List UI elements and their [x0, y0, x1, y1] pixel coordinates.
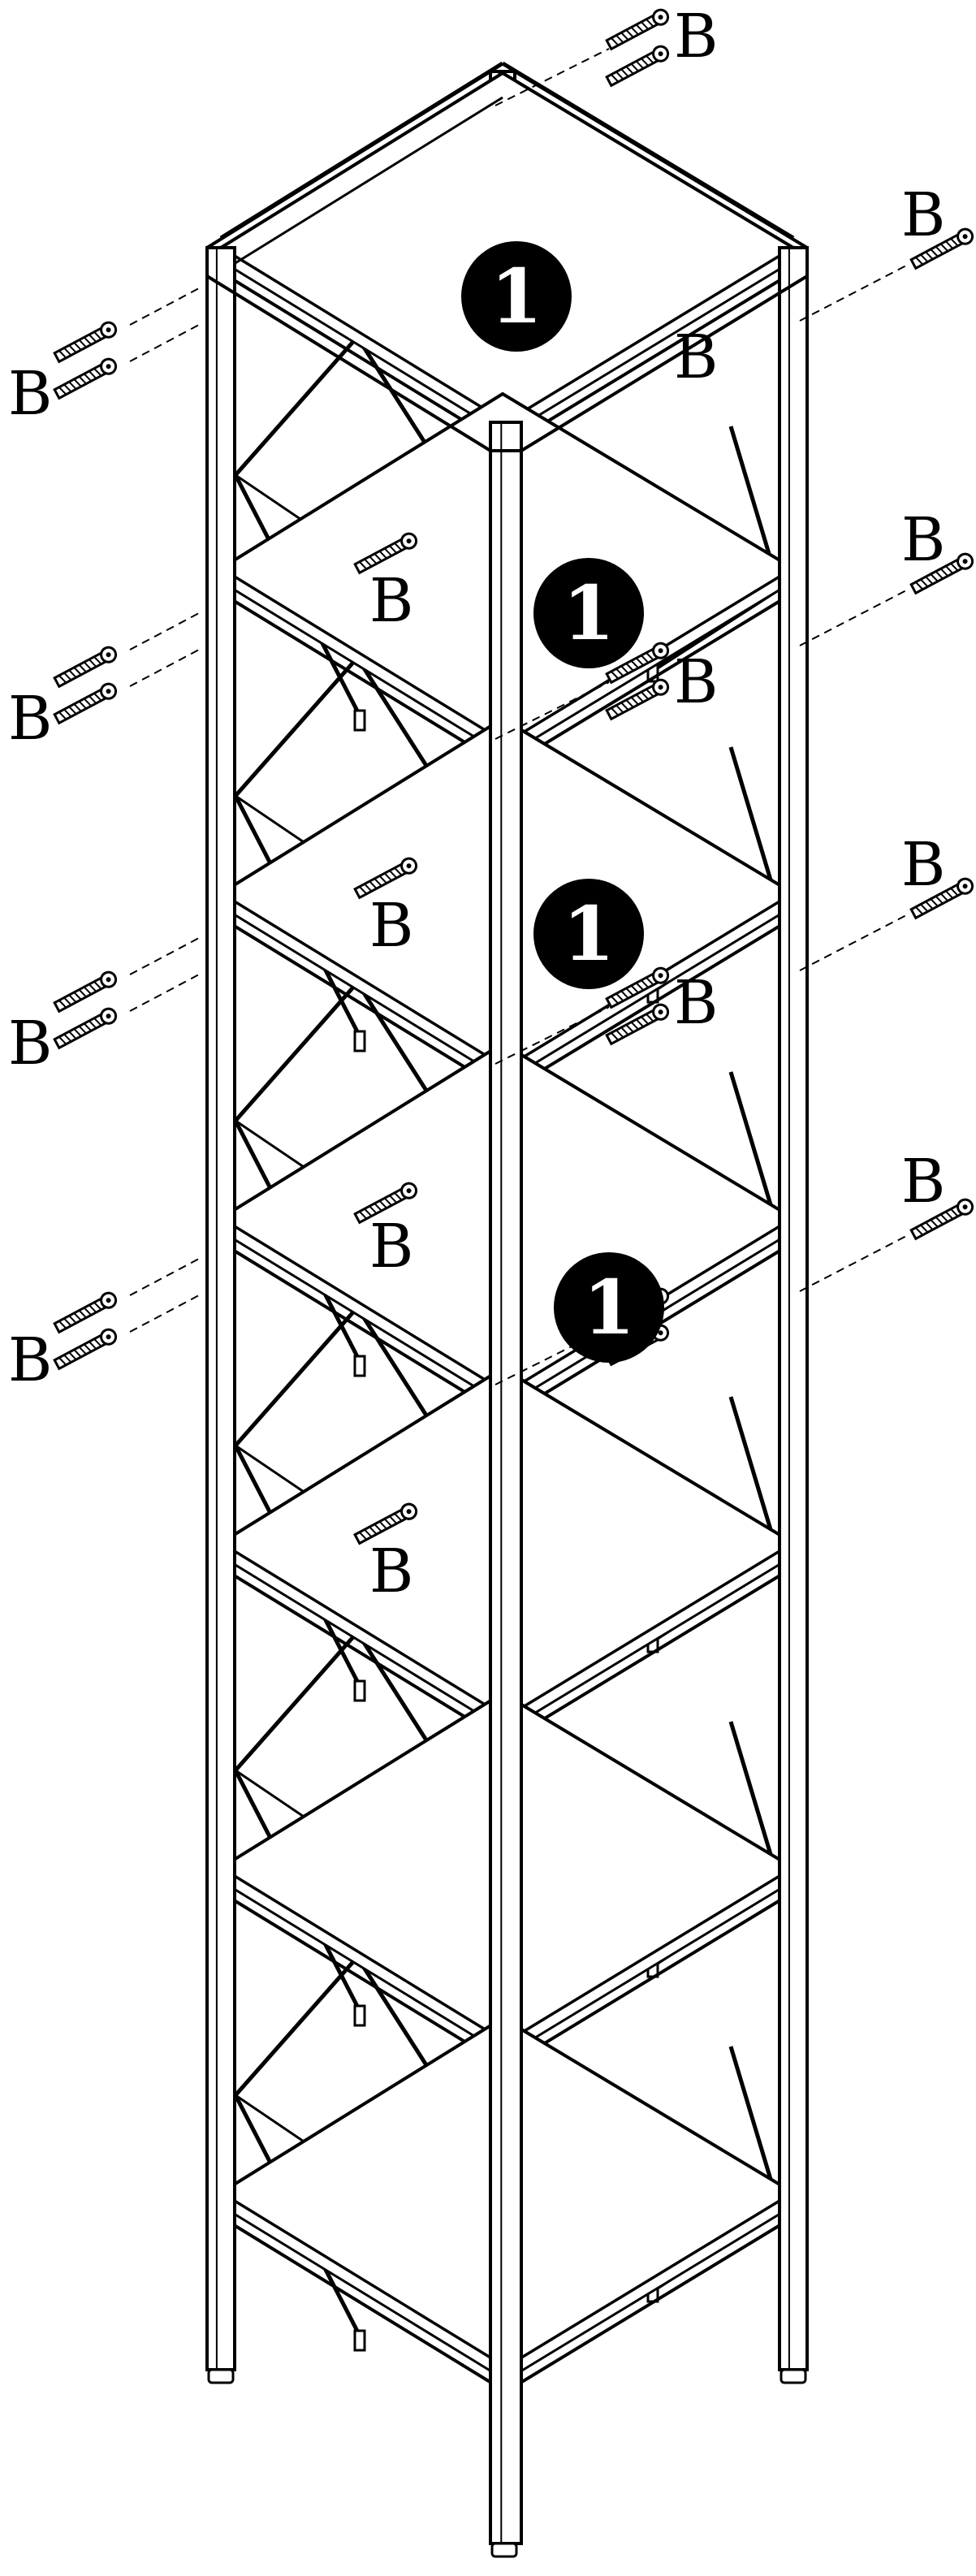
- screw-icon: [909, 877, 974, 920]
- step-marker-1: [461, 241, 572, 352]
- screw-icon: [53, 970, 118, 1014]
- foot-2: [780, 2368, 807, 2384]
- foot-3: [490, 2542, 518, 2558]
- screw-icon: [605, 966, 670, 1009]
- front-post: [489, 421, 523, 2545]
- guide-line: [494, 681, 610, 740]
- guide-line: [129, 1294, 200, 1333]
- rail-front-left-7: [219, 2215, 507, 2393]
- guide-line: [129, 974, 200, 1012]
- fastener-label-b: B: [369, 566, 413, 636]
- screw-icon: [353, 857, 418, 900]
- fastener-label-b: B: [901, 180, 945, 250]
- step-marker-4: [554, 1252, 664, 1363]
- fastener-label-b: B: [674, 647, 718, 717]
- brace-clip-left-5: [353, 2004, 366, 2027]
- step-number-2: 1: [563, 569, 615, 657]
- brace-clip-left-3: [353, 1355, 366, 1377]
- rail-front-left-4: [219, 1241, 507, 1419]
- guide-line: [494, 48, 610, 106]
- right-post: [778, 246, 809, 2371]
- guide-line: [799, 263, 910, 322]
- screw-icon: [353, 1182, 418, 1225]
- guide-line: [129, 649, 200, 687]
- fastener-label-b: B: [674, 2, 718, 71]
- screw-icon: [605, 642, 670, 685]
- fastener-label-b: B: [901, 1147, 945, 1217]
- screw-icon: [53, 357, 118, 400]
- screw-icon: [53, 1328, 118, 1371]
- screw-icon: [353, 1502, 418, 1545]
- rail-front-left-5: [219, 1566, 507, 1744]
- fastener-label-b: B: [369, 891, 413, 961]
- screw-icon: [909, 227, 974, 270]
- step-marker-2: [533, 558, 644, 668]
- step-number-4: 1: [583, 1264, 635, 1351]
- brace-clip-left-1: [353, 709, 366, 732]
- rail-front-right-7: [504, 2215, 795, 2393]
- rail-front-right-3: [504, 916, 795, 1094]
- screw-icon: [909, 1198, 974, 1241]
- fastener-label-b: B: [369, 1212, 413, 1282]
- brace-clip-left-6: [353, 2329, 366, 2352]
- screw-icon: [53, 1291, 118, 1334]
- top-rail-inner-left: [220, 96, 503, 274]
- step-number-1: 1: [490, 253, 542, 340]
- screw-icon: [605, 8, 670, 51]
- rail-front-left-3: [219, 916, 507, 1094]
- fastener-label-b: B: [901, 505, 945, 575]
- screw-icon: [53, 1007, 118, 1050]
- rail-front-right-2: [504, 591, 795, 769]
- screw-icon: [605, 45, 670, 88]
- screw-icon: [53, 682, 118, 725]
- guide-line: [799, 588, 910, 646]
- fastener-label-b: B: [674, 322, 718, 392]
- rail-front-left-6: [219, 1891, 507, 2068]
- brace-clip-left-2: [353, 1030, 366, 1052]
- screw-icon: [605, 678, 670, 721]
- fastener-label-b: B: [8, 1325, 52, 1395]
- fastener-label-b: B: [369, 1537, 413, 1606]
- screw-icon: [53, 321, 118, 364]
- fastener-label-b: B: [901, 830, 945, 900]
- brace-clip-left-4: [353, 1679, 366, 1702]
- guide-line: [129, 937, 200, 975]
- foot-1: [207, 2368, 235, 2384]
- guide-line: [494, 1327, 610, 1385]
- top-frame-outline: [205, 70, 809, 452]
- screw-icon: [605, 1003, 670, 1046]
- guide-line: [129, 612, 200, 650]
- guide-line: [799, 1234, 910, 1292]
- fastener-label-b: B: [8, 684, 52, 754]
- guide-line: [129, 287, 200, 326]
- rail-front-right-6: [504, 1891, 795, 2068]
- guide-line: [129, 324, 200, 362]
- screw-icon: [909, 552, 974, 595]
- step-number-3: 1: [563, 890, 615, 978]
- screw-icon: [53, 646, 118, 689]
- fastener-label-b: B: [8, 1009, 52, 1078]
- rail-front-left-1: [219, 270, 507, 448]
- guide-line: [494, 1006, 610, 1065]
- fastener-label-b: B: [8, 359, 52, 429]
- rail-front-left-2: [219, 591, 507, 769]
- step-marker-3: [533, 879, 644, 989]
- rail-front-right-5: [504, 1566, 795, 1744]
- rail-front-right-1: [504, 270, 795, 448]
- shelf-frame: [205, 61, 809, 2558]
- left-post: [205, 246, 236, 2371]
- guide-line: [129, 1258, 200, 1296]
- guide-line: [799, 913, 910, 971]
- screw-icon: [353, 532, 418, 575]
- fastener-label-b: B: [674, 968, 718, 1038]
